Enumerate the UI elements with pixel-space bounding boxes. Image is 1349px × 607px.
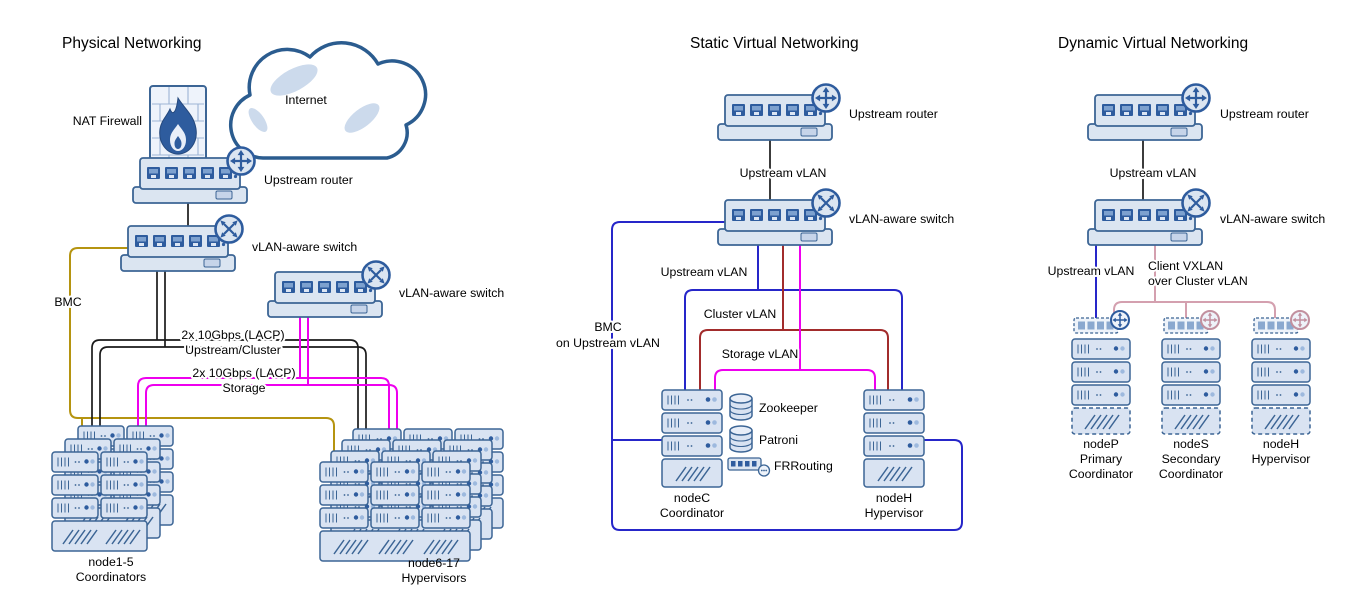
bmc-label-1: BMC	[594, 320, 621, 334]
upstream-router-label: Upstream router	[264, 173, 353, 187]
router-icon	[1181, 83, 1211, 113]
static-virtual-networking-section: Static Virtual Networking Upstream route…	[554, 35, 963, 531]
nodep-server	[1072, 318, 1130, 434]
cloud-highlight	[270, 64, 318, 96]
nat-firewall	[149, 85, 207, 169]
nodeh-label-1: nodeH	[876, 491, 912, 505]
switch-icon	[811, 188, 841, 218]
lacp-upstream-label-1: 2x 10Gbps (LACP)	[181, 328, 284, 342]
nodec-label-1: nodeC	[674, 491, 710, 505]
nodep-label-2: Primary	[1080, 452, 1123, 466]
cloud-highlight	[344, 103, 380, 133]
nodec-label-2: Coordinator	[660, 506, 724, 520]
physical-title: Physical Networking	[62, 35, 202, 52]
patroni-label: Patroni	[759, 433, 798, 447]
upstream-vlan-link-label: Upstream vLAN	[1110, 166, 1197, 180]
upstream-cluster-feeds	[156, 271, 166, 347]
bmc-label: BMC	[54, 295, 81, 309]
client-vxlan-label-2: over Cluster vLAN	[1148, 274, 1248, 288]
router-icon	[811, 83, 841, 113]
frrouting-label: FRRouting	[774, 459, 833, 473]
upstream-vlan-bus	[684, 289, 903, 400]
nodeh-label-1: nodeH	[1263, 437, 1299, 451]
storage-vlan-label: Storage vLAN	[722, 347, 799, 361]
storage-vlan-bus	[714, 369, 876, 400]
nodes-label-1: nodeS	[1173, 437, 1209, 451]
client-vxlan-label-1: Client VXLAN	[1148, 259, 1223, 273]
nodeh-server	[864, 390, 924, 487]
dynamic-title: Dynamic Virtual Networking	[1058, 35, 1248, 52]
nodes-label-2: Secondary	[1162, 452, 1222, 466]
switch-icon	[214, 214, 244, 244]
lacp-storage-label-2: Storage	[222, 381, 265, 395]
physical-networking-section: Physical Networking Internet NAT Firewal…	[52, 35, 504, 585]
dynamic-virtual-networking-section: Dynamic Virtual Networking Upstream rout…	[1046, 35, 1326, 481]
hypervisors-label-2: Hypervisors	[402, 571, 467, 585]
cluster-vlan-bus	[699, 329, 889, 400]
switch-icon	[1181, 188, 1211, 218]
nodec-server	[662, 390, 722, 487]
router-icon	[226, 146, 256, 176]
coordinators-label-1: node1-5	[88, 555, 133, 569]
static-wires	[611, 140, 963, 531]
storage-bus-2	[145, 384, 398, 480]
frrouting-icon	[727, 457, 771, 477]
virtual-router-primary-icon	[1110, 310, 1130, 330]
hypervisors-label-1: node6-17	[408, 556, 460, 570]
storage-bus-1	[137, 377, 390, 480]
vlan-switch-1-label: vLAN-aware switch	[252, 240, 357, 254]
client-vxlan-bus	[1113, 301, 1276, 318]
upstream-router-label: Upstream router	[849, 107, 938, 121]
internet-cloud	[228, 41, 428, 160]
nat-firewall-label: NAT Firewall	[73, 114, 142, 128]
bmc-label-2: on Upstream vLAN	[556, 336, 660, 350]
switch-icon	[361, 260, 391, 290]
vlan-switch-2-label: vLAN-aware switch	[399, 286, 504, 300]
upstream-vlan-link-label: Upstream vLAN	[740, 166, 827, 180]
vlan-switch-label: vLAN-aware switch	[849, 212, 954, 226]
dynamic-wires	[1095, 140, 1276, 318]
nodeh-server	[1252, 318, 1310, 434]
flame-icon	[159, 96, 197, 155]
hypervisor-stack	[320, 429, 503, 561]
lacp-upstream-label-2: Upstream/Cluster	[185, 343, 281, 357]
upstream-cluster-bus-1	[91, 339, 359, 480]
upstream-router-label: Upstream router	[1220, 107, 1309, 121]
upstream-cluster-bus-2	[99, 346, 367, 480]
nodep-label-3: Coordinator	[1069, 467, 1133, 481]
nodeh-label-2: Hypervisor	[1252, 452, 1311, 466]
virtual-router-hypervisor-icon	[1290, 310, 1310, 330]
cluster-vlan-label: Cluster vLAN	[704, 307, 776, 321]
nodes-server	[1162, 318, 1220, 434]
patroni-icon	[729, 425, 753, 453]
zookeeper-label: Zookeeper	[759, 401, 818, 415]
cloud-highlight	[248, 108, 268, 132]
lacp-storage-label-1: 2x 10Gbps (LACP)	[192, 366, 295, 380]
nodes-label-3: Coordinator	[1159, 467, 1223, 481]
upstream-vlan-label: Upstream vLAN	[661, 265, 748, 279]
virtual-router-secondary-icon	[1200, 310, 1220, 330]
internet-label: Internet	[285, 93, 327, 107]
vlan-switch-label: vLAN-aware switch	[1220, 212, 1325, 226]
nodep-label-1: nodeP	[1083, 437, 1119, 451]
zookeeper-icon	[729, 393, 753, 421]
coordinators-label-2: Coordinators	[76, 570, 146, 584]
nodeh-label-2: Hypervisor	[865, 506, 924, 520]
bmc-upstream-loop	[611, 221, 963, 531]
bmc-wire	[69, 247, 335, 470]
coordinator-stack	[52, 426, 173, 551]
upstream-vlan-label: Upstream vLAN	[1048, 264, 1135, 278]
static-title: Static Virtual Networking	[690, 35, 859, 52]
storage-feeds	[299, 317, 309, 385]
